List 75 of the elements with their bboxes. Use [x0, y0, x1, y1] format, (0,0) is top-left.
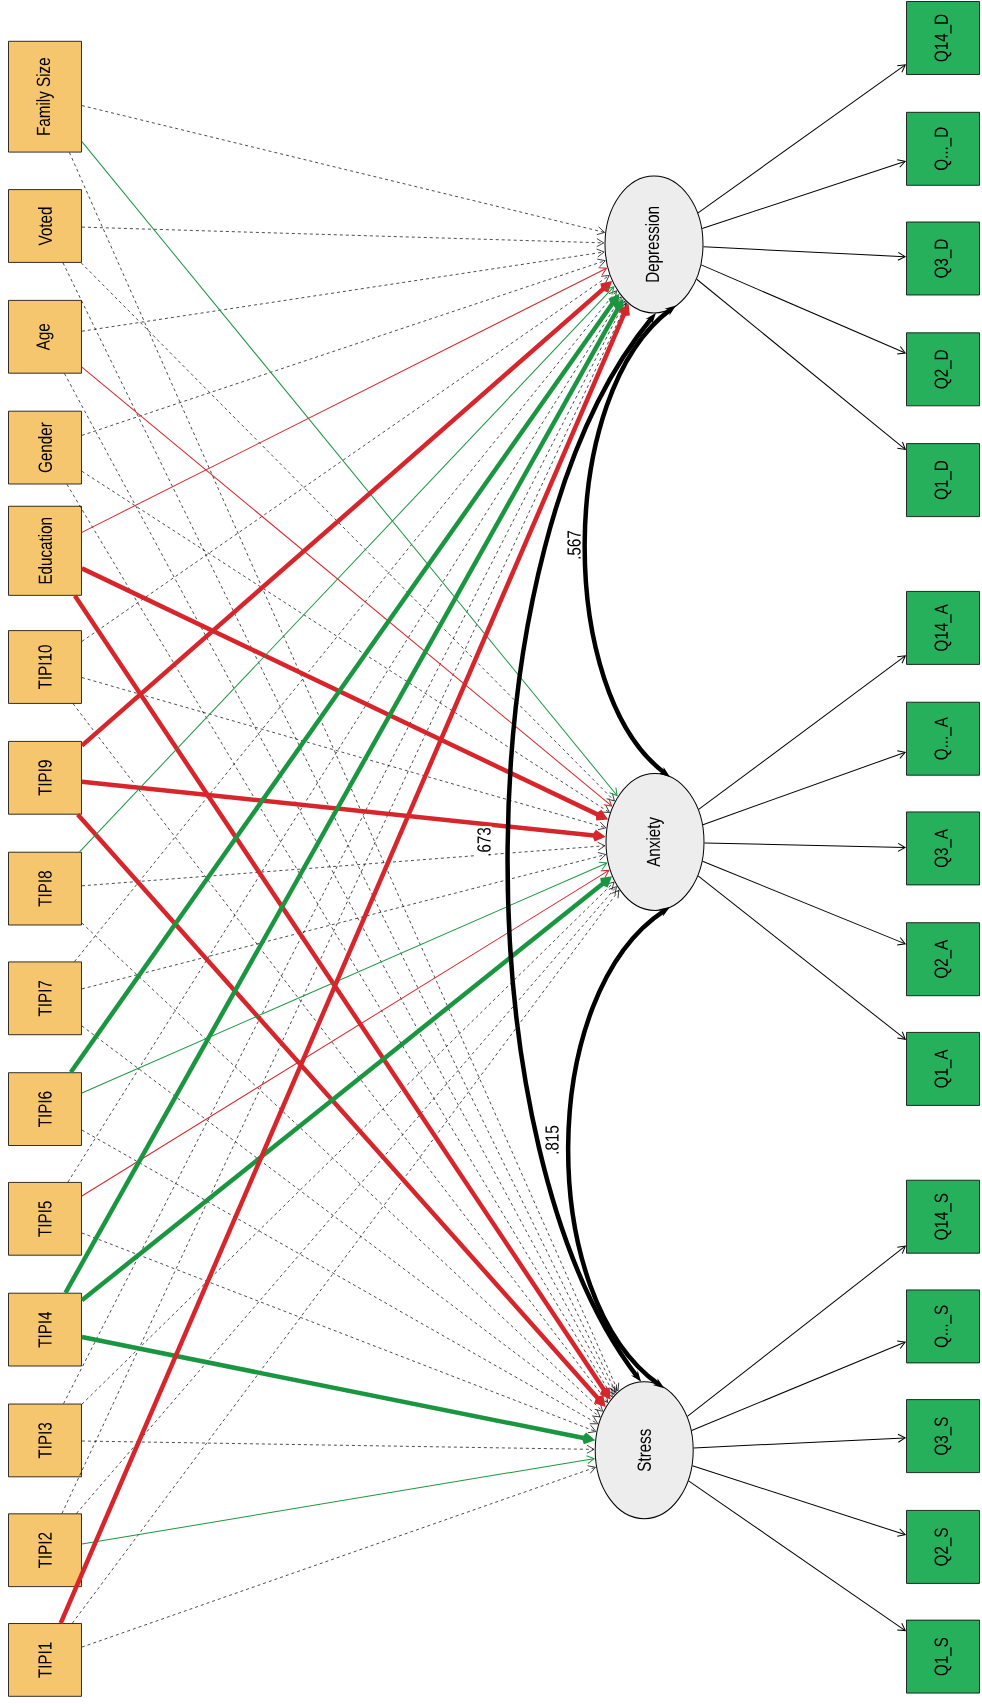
variable-box: TIPI8 [8, 851, 82, 926]
arrow [81, 1455, 595, 1545]
arrow [696, 278, 906, 450]
indicator-box: Q3_S [906, 1399, 980, 1473]
indicator-box: Q2_S [906, 1510, 980, 1584]
arrow [81, 105, 605, 235]
arrow [702, 860, 906, 946]
arrow [697, 64, 906, 214]
arrow [81, 267, 608, 533]
arrow [81, 226, 605, 247]
variable-box: TIPI7 [8, 961, 82, 1036]
arrow [703, 246, 906, 261]
indicator-box: Q..._D [906, 111, 980, 186]
arrow [704, 842, 906, 852]
variable-box: TIPI3 [8, 1403, 82, 1478]
indicator-box: Q3_D [906, 221, 980, 296]
arrow [81, 141, 618, 797]
arrow [81, 366, 613, 807]
indicator-box: Q14_S [906, 1179, 980, 1254]
edge-label: .567 [566, 529, 582, 561]
variable-box: TIPI6 [8, 1072, 82, 1146]
arrow [81, 470, 610, 813]
indicator-box: Q1_A [906, 1032, 980, 1106]
arrow [702, 750, 906, 826]
arrow [688, 1480, 906, 1632]
arrow [81, 1334, 596, 1445]
arrow [691, 1340, 906, 1432]
indicator-box: Q14_D [906, 1, 980, 75]
variable-box: TIPI9 [8, 741, 82, 815]
arrow [81, 677, 607, 831]
arrow [76, 886, 617, 1514]
arrow [81, 275, 610, 642]
arrow [81, 1232, 597, 1434]
indicator-box: Q14_A [906, 591, 980, 665]
indicator-box: Q1_S [906, 1619, 980, 1694]
variable-box: TIPI4 [8, 1292, 82, 1367]
edge-label: .815 [544, 1124, 560, 1156]
arrow [691, 1465, 906, 1537]
variable-box: Family Size [8, 40, 82, 153]
arrow [81, 1129, 599, 1425]
arrow [701, 159, 906, 229]
arrow [81, 852, 606, 990]
indicator-box: Q..._S [906, 1289, 980, 1364]
arrow [80, 566, 609, 821]
arrow [81, 779, 606, 842]
indicator-box: Q1_D [906, 443, 980, 517]
arrow [80, 876, 613, 1302]
variable-box: TIPI1 [8, 1623, 82, 1697]
arrow [686, 1245, 906, 1417]
arrow [81, 1440, 595, 1454]
variable-box: Age [8, 300, 82, 374]
arrow [72, 889, 620, 1624]
arrow [81, 841, 606, 887]
arrow [81, 1025, 601, 1418]
variable-box: Voted [8, 189, 82, 263]
indicator-box: Q..._A [906, 701, 980, 776]
arrow [81, 1465, 596, 1648]
arrow [81, 861, 608, 1094]
variable-box: Gender [8, 410, 82, 485]
arrow [698, 655, 906, 810]
variable-box: TIPI5 [8, 1182, 82, 1256]
arrow [81, 258, 606, 436]
variable-box: TIPI2 [8, 1513, 82, 1587]
arrow [81, 869, 610, 1197]
indicator-box: Q3_A [906, 811, 980, 886]
edge-label: .673 [476, 826, 492, 858]
variable-box: TIPI10 [8, 630, 82, 704]
variable-box: Education [8, 505, 82, 596]
arrow [697, 875, 906, 1040]
indicator-box: Q2_A [906, 922, 980, 997]
arrow [81, 248, 605, 332]
indicator-box: Q2_D [906, 332, 980, 407]
arrow [74, 290, 617, 962]
arrow [693, 1433, 906, 1449]
arrow [700, 264, 906, 355]
